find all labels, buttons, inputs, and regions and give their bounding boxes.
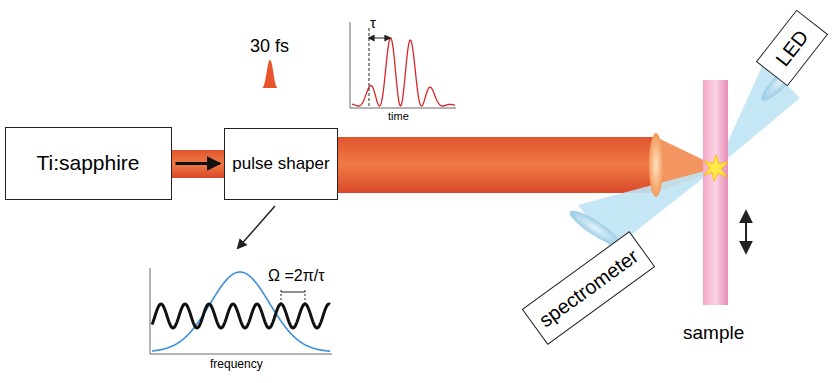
femtosecond-pulse: [262, 60, 278, 88]
sample-slide: [703, 80, 728, 305]
beam-arrow: [176, 162, 221, 165]
node-label: pulse shaper: [232, 154, 329, 174]
frequency-axis-label: frequency: [210, 357, 263, 371]
omega-bracket: [281, 292, 305, 293]
time-axis-label: time: [388, 110, 409, 122]
pulse-axis: [350, 22, 351, 108]
frequency-axis: [150, 354, 332, 355]
pulse-duration: 30 fs: [250, 36, 289, 57]
spectrum-pointer: [238, 206, 275, 248]
node-label: spectrometer: [534, 244, 642, 331]
shaped-beam: [328, 137, 658, 193]
focusing-lens: [649, 133, 663, 197]
repetition-formula: Ω =2π/τ: [268, 267, 324, 285]
tau-guide: [369, 28, 370, 108]
tau-arrow: [369, 38, 390, 39]
phase-mask: [152, 304, 330, 328]
node-label: Ti:sapphire: [36, 151, 139, 175]
node-label: LED: [771, 26, 813, 71]
spectrometer-box: spectrometer: [521, 231, 654, 345]
excitation-spot: [704, 155, 728, 181]
tau-symbol: τ: [370, 14, 376, 31]
laser-box: Ti:sapphire: [5, 127, 172, 200]
time-axis: [350, 108, 456, 109]
pulse-train-curve: [352, 38, 455, 106]
translation-arrow: [745, 212, 747, 252]
pulse-shaper-box: pulse shaper: [224, 128, 338, 200]
spectrum-axis: [150, 268, 151, 354]
sample-label: sample: [683, 322, 744, 344]
